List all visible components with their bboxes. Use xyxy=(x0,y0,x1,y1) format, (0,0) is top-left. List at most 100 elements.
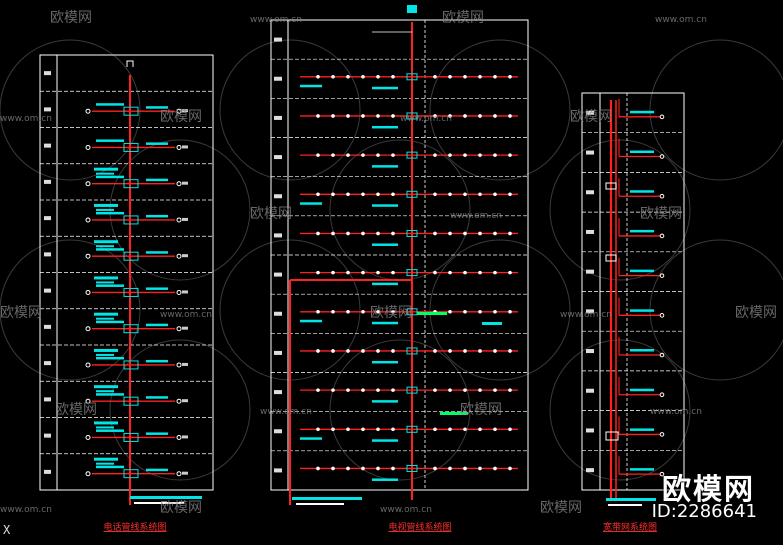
tap-icon xyxy=(361,153,365,157)
watermark-url-text: www.om.cn xyxy=(250,15,302,25)
cable-label xyxy=(94,348,118,352)
tap-icon xyxy=(346,231,350,236)
outlet-icon xyxy=(176,181,182,187)
cable-label xyxy=(630,468,654,471)
outlet-icon xyxy=(85,434,91,440)
cable-label xyxy=(96,465,124,469)
tap-icon xyxy=(316,231,320,236)
watermark-brand-text: 欧模网 xyxy=(0,305,42,321)
tap-icon xyxy=(331,466,335,471)
tap-icon xyxy=(361,74,365,79)
cable-label xyxy=(630,229,654,233)
tap-icon xyxy=(331,427,335,432)
tap-icon xyxy=(331,349,335,353)
tap-icon xyxy=(508,427,512,432)
watermark-brand-text: 欧模网 xyxy=(735,305,777,321)
switch-box xyxy=(605,431,619,441)
cable-label xyxy=(96,356,124,360)
floor-number xyxy=(586,388,594,393)
tap-icon xyxy=(478,427,482,432)
tap-icon xyxy=(448,231,452,236)
tap-icon xyxy=(433,270,437,275)
tap-icon xyxy=(391,309,395,314)
cable-label xyxy=(96,429,124,432)
tap-icon xyxy=(448,466,452,471)
amplifier-box xyxy=(406,229,418,237)
outlet-label xyxy=(182,290,188,294)
watermark-circle xyxy=(329,339,471,481)
tv-riser-diagram xyxy=(270,5,529,505)
amplifier-box xyxy=(406,386,418,394)
tap-icon xyxy=(478,388,482,392)
riser-top-symbol xyxy=(126,60,134,67)
tap-icon xyxy=(493,231,497,236)
outlet-icon xyxy=(659,193,665,199)
tap-icon xyxy=(463,192,467,197)
distribution-box xyxy=(123,360,139,370)
telephone-diagram-title: 电话管线系统图 xyxy=(103,521,166,533)
tap-icon xyxy=(433,231,437,236)
cable-label xyxy=(300,202,322,205)
watermark-circles xyxy=(0,39,783,481)
broadband-diagram-title: 宽带网系统图 xyxy=(603,521,657,533)
tap-icon xyxy=(361,309,365,314)
cable-label xyxy=(96,139,124,142)
amplifier-box xyxy=(406,308,418,316)
floor-number xyxy=(586,269,594,274)
cable-label xyxy=(372,204,398,207)
floor-number xyxy=(274,350,282,355)
cable-label xyxy=(630,150,654,154)
tap-icon xyxy=(463,74,467,79)
tap-icon xyxy=(493,388,497,392)
amplifier-box xyxy=(406,425,418,433)
tap-icon xyxy=(493,309,497,314)
tap-icon xyxy=(331,192,335,197)
tap-icon xyxy=(433,427,437,432)
cable-label xyxy=(630,269,654,273)
cable-label xyxy=(146,178,168,182)
image-id-label: ID:2286641 xyxy=(651,501,757,522)
outlet-label xyxy=(182,471,188,475)
cable-label xyxy=(146,287,168,290)
outlet-icon xyxy=(176,217,182,223)
tap-icon xyxy=(478,153,482,157)
cable-label xyxy=(96,317,114,320)
tap-icon xyxy=(448,427,452,432)
watermark-url-text: www.om.cn xyxy=(0,114,52,124)
tap-icon xyxy=(391,114,395,118)
tap-icon xyxy=(361,388,365,392)
outlet-icon xyxy=(659,352,665,358)
outlet-label xyxy=(182,181,188,185)
outlet-icon xyxy=(176,362,182,368)
outlet-icon xyxy=(176,471,182,477)
tap-icon xyxy=(508,466,512,471)
tap-icon xyxy=(493,270,497,275)
tap-icon xyxy=(331,388,335,392)
cable-label xyxy=(94,276,118,280)
amplifier-box xyxy=(406,190,418,198)
floor-number xyxy=(586,150,594,155)
outlet-icon xyxy=(176,144,182,150)
watermark-url-text: www.om.cn xyxy=(160,310,212,320)
watermark-url-text: www.om.cn xyxy=(380,505,432,515)
distribution-box xyxy=(123,215,139,225)
tap-icon xyxy=(361,231,365,236)
outlet-icon xyxy=(85,471,91,477)
distribution-box xyxy=(123,106,139,116)
floor-number xyxy=(44,469,51,474)
cable-label xyxy=(146,396,168,399)
outlet-icon xyxy=(659,313,665,318)
cable-label xyxy=(300,319,322,323)
tap-icon xyxy=(448,349,452,353)
tap-icon xyxy=(463,270,467,275)
watermark-circle xyxy=(549,339,691,481)
cable-label xyxy=(372,282,398,286)
tap-icon xyxy=(448,74,452,79)
tap-icon xyxy=(316,192,320,197)
tap-icon xyxy=(376,309,380,314)
outlet-icon xyxy=(176,398,182,404)
ucs-axis-marker: X xyxy=(3,523,11,537)
tap-icon xyxy=(493,466,497,471)
tap-icon xyxy=(508,349,512,353)
cable-label xyxy=(96,390,114,393)
